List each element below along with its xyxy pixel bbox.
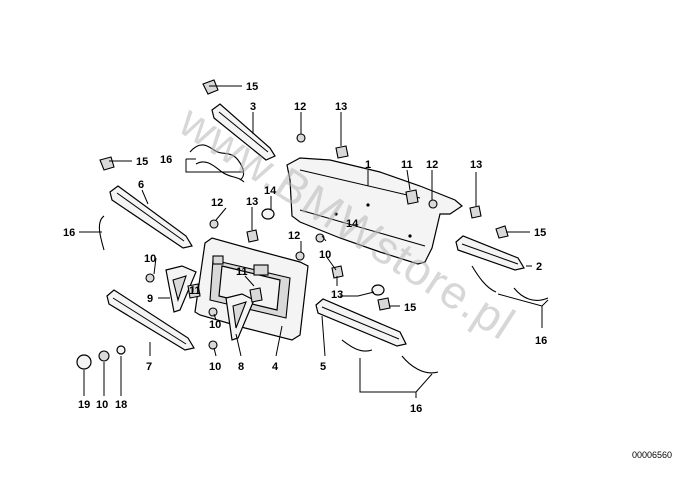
trim-strip-2 xyxy=(455,225,525,271)
callout-7: 7 xyxy=(146,361,152,373)
callout-1: 1 xyxy=(365,159,371,171)
callout-15: 15 xyxy=(246,81,258,93)
callout-11: 11 xyxy=(401,159,413,171)
upper-trim-strip-3 xyxy=(202,79,276,161)
callout-15: 15 xyxy=(404,302,416,314)
bracket-8 xyxy=(225,293,255,341)
callout-13: 13 xyxy=(331,289,343,301)
callout-18: 18 xyxy=(115,399,127,411)
callout-4: 4 xyxy=(272,361,279,373)
callout-13: 13 xyxy=(335,101,347,113)
callout-16: 16 xyxy=(410,403,422,415)
callout-15: 15 xyxy=(534,227,546,239)
trim-strip-5 xyxy=(315,297,407,347)
callout-16: 16 xyxy=(535,335,547,347)
callout-3: 3 xyxy=(250,101,256,113)
callout-10: 10 xyxy=(144,253,156,265)
callout-6: 6 xyxy=(138,179,144,191)
callout-8: 8 xyxy=(238,361,244,373)
callout-12: 12 xyxy=(426,159,438,171)
leader-lines xyxy=(79,85,549,398)
callout-16: 16 xyxy=(160,154,172,166)
callout-10: 10 xyxy=(209,319,221,331)
callout-15: 15 xyxy=(136,156,148,168)
callout-12: 12 xyxy=(288,230,300,242)
callout-12: 12 xyxy=(294,101,306,113)
callout-2: 2 xyxy=(536,261,542,273)
callout-12: 12 xyxy=(211,197,223,209)
fasteners xyxy=(76,133,482,370)
callout-14: 14 xyxy=(346,218,359,230)
callout-10: 10 xyxy=(319,249,331,261)
callout-5: 5 xyxy=(320,361,326,373)
callout-10: 10 xyxy=(209,361,221,373)
reference-code: 00006560 xyxy=(632,450,672,460)
bracket-9 xyxy=(165,265,197,313)
callout-11: 11 xyxy=(236,266,248,278)
callout-numbers: 15 3 12 13 15 16 1 11 12 13 6 14 12 13 1… xyxy=(63,81,547,415)
callout-14: 14 xyxy=(264,185,277,197)
trim-strip-6 xyxy=(99,156,193,249)
callout-19: 19 xyxy=(78,399,90,411)
callout-10: 10 xyxy=(96,399,108,411)
callout-13: 13 xyxy=(470,159,482,171)
callout-11: 11 xyxy=(189,285,201,297)
callout-16: 16 xyxy=(63,227,75,239)
callout-9: 9 xyxy=(147,293,153,305)
license-plate-carrier-panel xyxy=(286,157,463,265)
trim-strip-7 xyxy=(106,289,195,351)
callout-13: 13 xyxy=(246,196,258,208)
